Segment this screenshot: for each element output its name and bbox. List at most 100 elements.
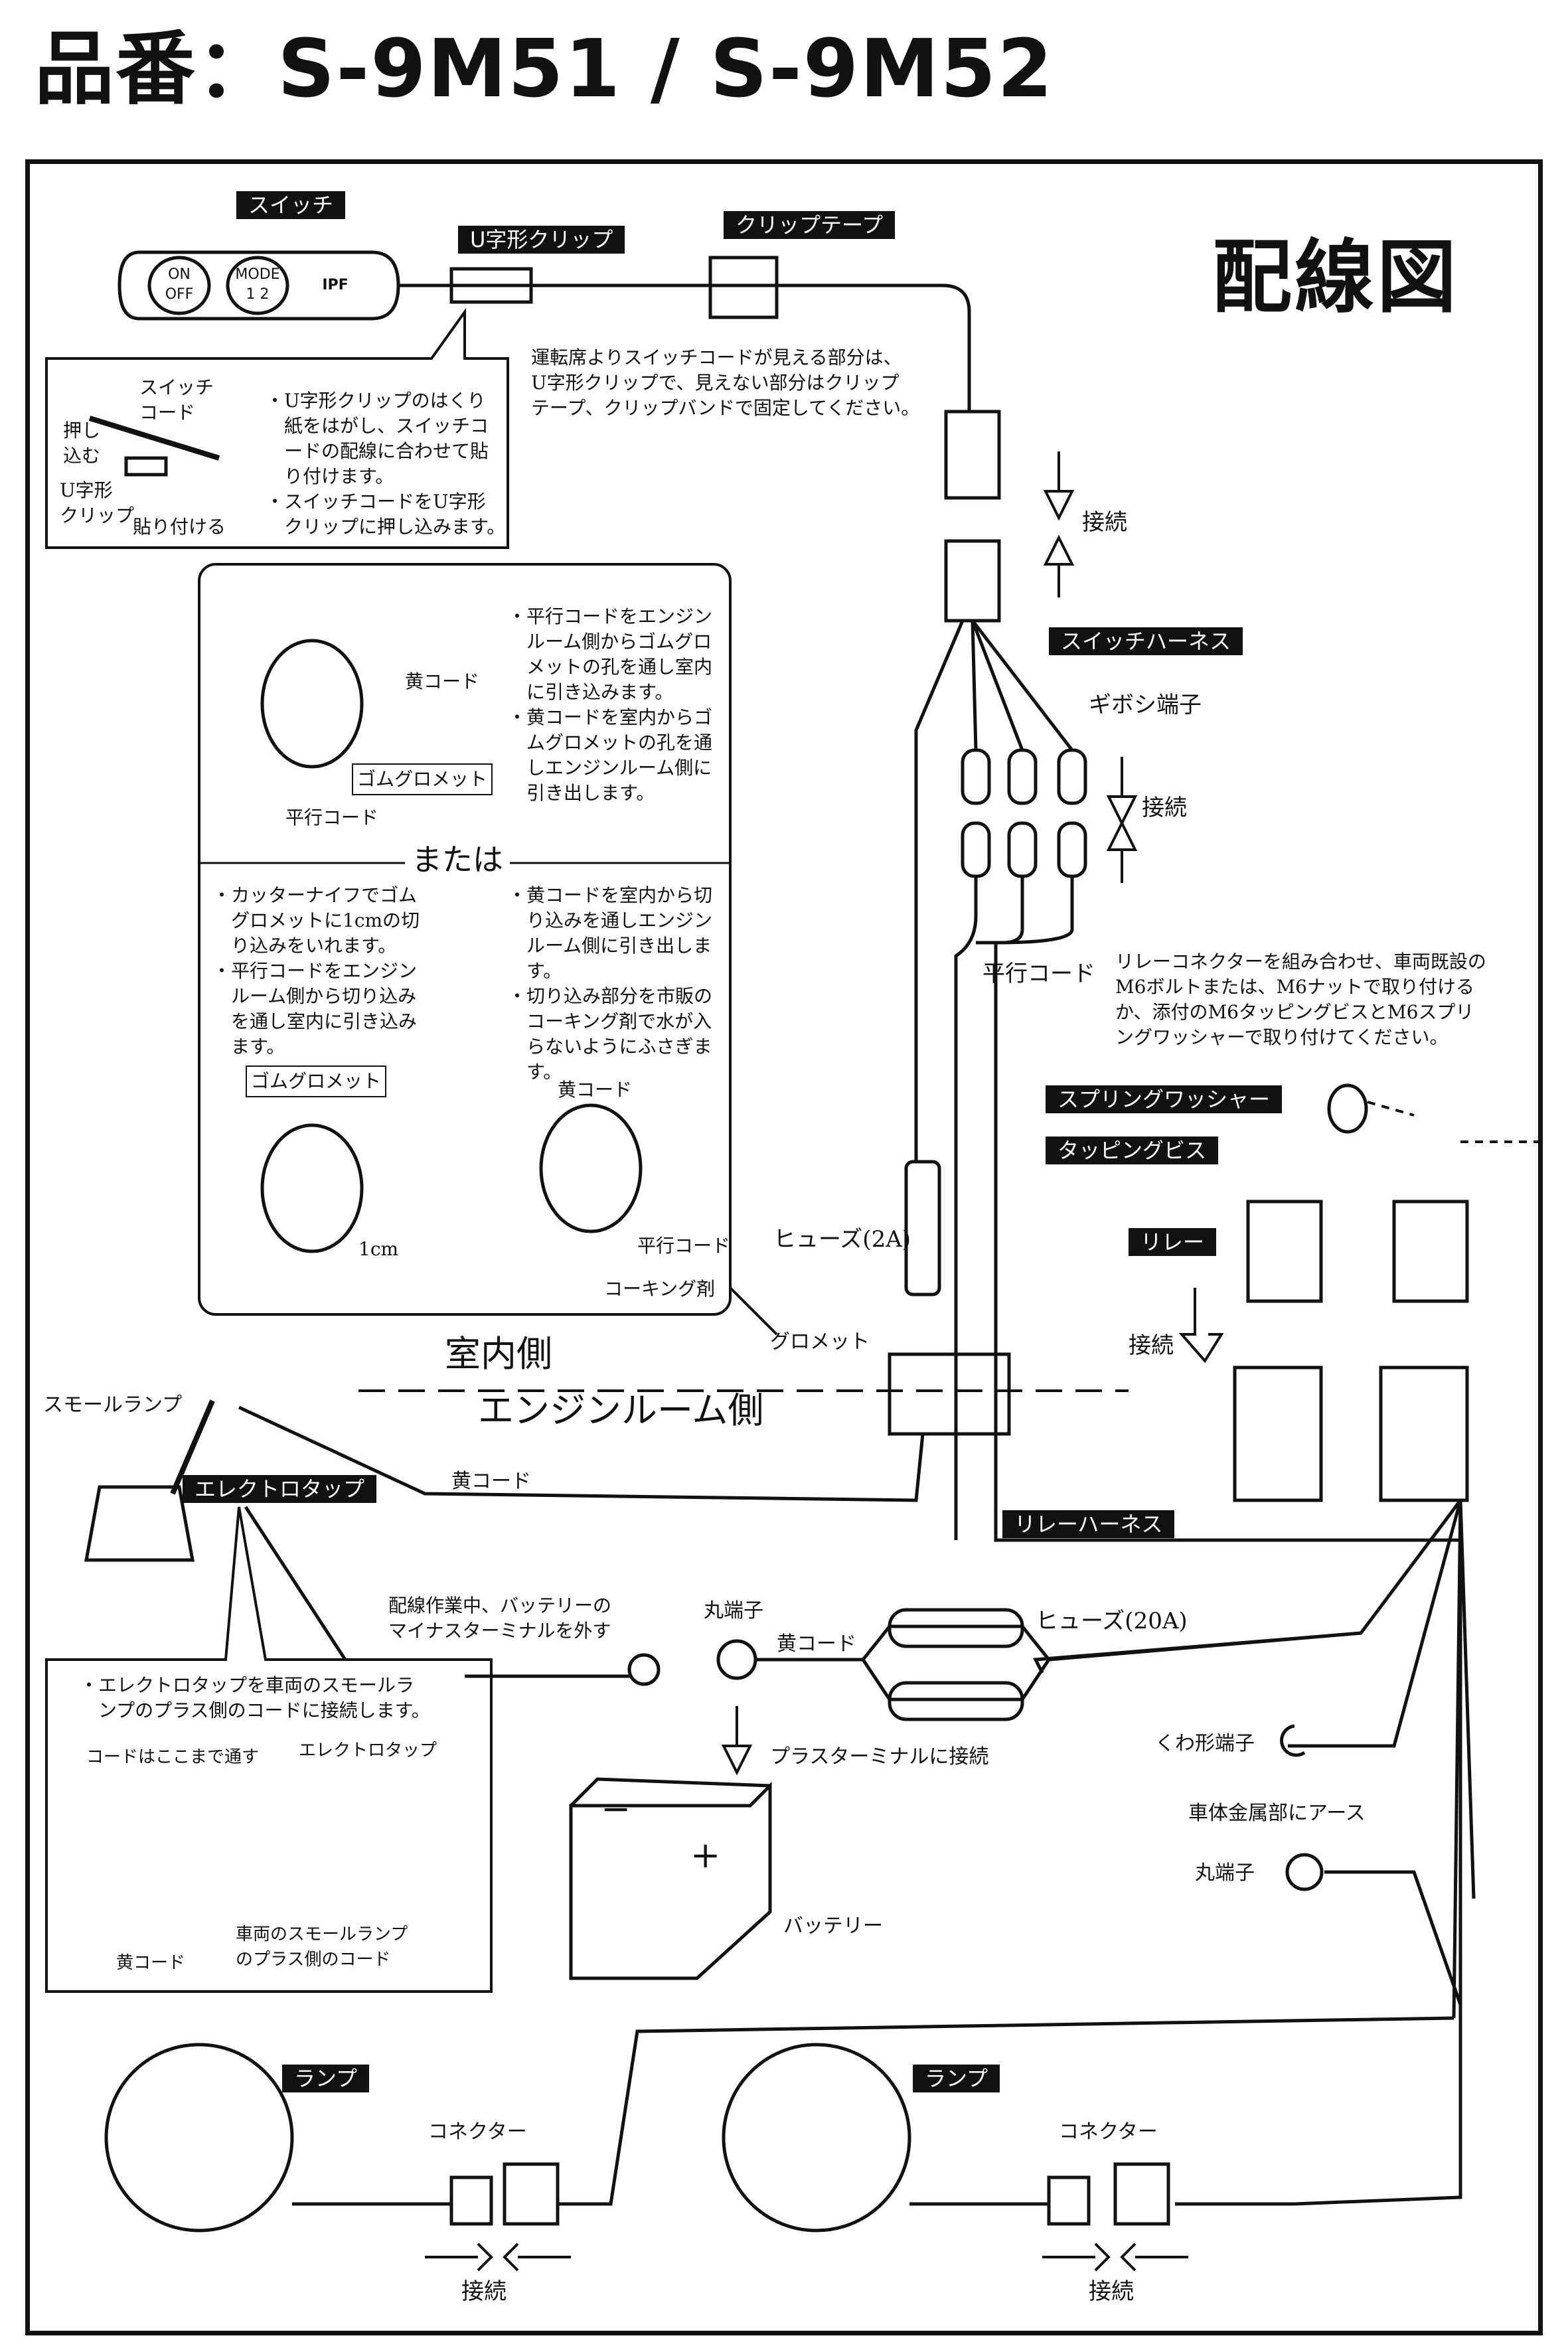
etap-callout-box	[45, 1506, 493, 1993]
lamp-1-connector-b	[503, 2162, 560, 2226]
etap-callout-text: ・エレクトロタップを車両のスモールラ ンプのプラス側のコードに接続します。	[80, 1674, 430, 1721]
connect-label-5: 接続	[1089, 2278, 1134, 2305]
gb-yellow-cord-2: 黄コード	[558, 1079, 633, 1101]
connect-label-4: 接続	[461, 2278, 507, 2305]
u-clip-label: U字形クリップ	[458, 226, 625, 254]
lamp-2-label: ランプ	[913, 2065, 1000, 2092]
gb-cm: 1cm	[358, 1238, 399, 1260]
battery-minus-terminal	[627, 1653, 661, 1686]
switch-harness-label: スイッチハーネス	[1049, 627, 1243, 655]
clip-callout-box	[45, 307, 509, 549]
gb-text3: ・黄コードを室内から切 り込みを通しエンジン ルーム側に引き出しま す。 ・切り…	[508, 884, 713, 1083]
clip-callout-text: ・U字形クリップのはくり 紙をはがし、スイッチコ ードの配線に合わせて貼 り付け…	[266, 390, 506, 538]
gb-parallel-cord-2: 平行コード	[637, 1235, 731, 1257]
gb-text1: ・平行コードをエンジン ルーム側からゴムグロ メットの孔を通し室内 に引き込みま…	[508, 605, 713, 804]
switch-connector-top	[944, 410, 1001, 500]
fuse-20a-top	[888, 1608, 1024, 1648]
battery-label: バッテリー	[783, 1915, 883, 1938]
yellow-cord-b-label: 黄コード	[777, 1632, 856, 1656]
spring-washer-label: スプリングワッシャー	[1046, 1085, 1283, 1113]
round-terminal-icon	[716, 1639, 757, 1680]
gb-rubber-grommet-2: ゴムグロメット	[246, 1065, 387, 1097]
grommet-connector	[888, 1352, 1011, 1436]
switch-btn1-bottom[interactable]: OFF	[165, 286, 194, 303]
lamp-2-connector-a	[1047, 2175, 1091, 2226]
relay-socket-1	[1233, 1366, 1323, 1502]
battery-icon	[569, 1777, 772, 1980]
switch-btn1-top[interactable]: ON	[168, 266, 191, 283]
grommet-instruction-box	[198, 563, 732, 1316]
fuse-2a-label: ヒューズ(2A)	[773, 1226, 911, 1253]
u-clip-icon	[449, 267, 533, 304]
switch-btn2-top[interactable]: MODE	[235, 266, 280, 283]
relay-label: リレー	[1129, 1228, 1217, 1256]
lamp-1-connector-a	[449, 2175, 493, 2226]
fuse-20a-label: ヒューズ(20A)	[1036, 1608, 1188, 1634]
clip-callout-push: 押し 込む	[63, 420, 101, 467]
parallel-cord-label: 平行コード	[982, 961, 1095, 987]
round-terminal-label: 丸端子	[704, 1599, 763, 1622]
switch-on-button	[147, 256, 211, 315]
model-title: 品番：S-9M51 / S-9M52	[35, 23, 1054, 116]
relay-harness-label: リレーハーネス	[1002, 1510, 1175, 1538]
connect-label-1: 接続	[1082, 509, 1127, 536]
clip-tape-label: クリップテープ	[724, 211, 896, 239]
gibosi-label: ギボシ端子	[1089, 692, 1202, 718]
fork-terminal-label: くわ形端子	[1155, 1732, 1255, 1755]
battery-plus-sign: +	[690, 1834, 721, 1876]
relay-socket-2	[1379, 1366, 1469, 1502]
engine-side-label: エンジンルーム側	[478, 1389, 764, 1431]
spring-washer-icon	[1327, 1083, 1368, 1134]
clip-callout-u-clip: U字形 クリップ	[60, 479, 135, 526]
tapping-screw-label: タッピングビス	[1046, 1137, 1219, 1164]
relay-note: リレーコネクターを組み合わせ、車両既設の M6ボルトまたは、M6ナットで取り付け…	[1115, 951, 1486, 1048]
lamp-1-label: ランプ	[282, 2065, 370, 2092]
etap-yellow-label: 黄コード	[116, 1953, 186, 1973]
connect-label-3: 接続	[1129, 1332, 1174, 1359]
switch-btn2-bottom[interactable]: 1 2	[246, 286, 270, 303]
grommet-label: グロメット	[770, 1330, 870, 1354]
switch-label: スイッチ	[236, 191, 346, 219]
diagram-frame	[25, 159, 1543, 2335]
round-terminal-ground	[1285, 1853, 1324, 1891]
lamp-2	[722, 2043, 911, 2233]
electro-tap-label: エレクトロタップ	[183, 1475, 377, 1503]
gb-or: または	[405, 840, 510, 880]
small-lamp-label: スモールランプ	[43, 1393, 183, 1417]
switch-cord	[398, 283, 971, 412]
gb-rubber-grommet: ゴムグロメット	[352, 763, 493, 795]
yellow-cord-label: 黄コード	[451, 1470, 531, 1493]
etap-etap-label: エレクトロタップ	[299, 1741, 437, 1761]
gb-caulk: コーキング剤	[604, 1278, 716, 1300]
lamp-2-connector-b	[1113, 2162, 1170, 2226]
yellow-cord-wire	[238, 1405, 925, 1502]
connector-2-label: コネクター	[1059, 2120, 1158, 2144]
connector-1-label: コネクター	[428, 2120, 527, 2144]
switch-connector-bottom	[944, 539, 1001, 623]
etap-pass-label: コードはここまで通す	[86, 1747, 260, 1767]
battery-note: 配線作業中、バッテリーの マイナスターミナルを外す	[388, 1595, 612, 1642]
round-terminal-2-label: 丸端子	[1195, 1861, 1255, 1885]
etap-plus-cord-label: 車両のスモールランプ のプラス側のコード	[236, 1924, 408, 1970]
gb-yellow-cord: 黄コード	[405, 670, 480, 692]
clip-tape-icon	[708, 256, 779, 319]
gb-text2: ・カッターナイフでゴム グロメットに1cmの切 り込みをいれます。 ・平行コード…	[212, 884, 420, 1058]
body-ground-label: 車体金属部にアース	[1188, 1802, 1366, 1825]
connect-label-2: 接続	[1142, 795, 1187, 821]
switch-note: 運転席よりスイッチコードが見える部分は、 U字形クリップで、見えない部分はクリッ…	[531, 347, 920, 419]
switch-logo: IPF	[322, 277, 349, 293]
battery-minus-sign: −	[601, 1788, 631, 1830]
gb-parallel-cord: 平行コード	[285, 807, 379, 828]
clip-callout-switch-cord: スイッチ コード	[139, 376, 214, 424]
plus-terminal-label: プラスターミナルに接続	[770, 1745, 989, 1768]
interior-side-label: 室内側	[445, 1333, 552, 1375]
diagram-title: 配線図	[1212, 232, 1459, 324]
fuse-20a-bottom	[888, 1681, 1024, 1721]
switch-mode-button	[226, 256, 289, 315]
lamp-1	[104, 2043, 294, 2233]
switch-body	[118, 250, 400, 321]
fuse-2a-icon	[904, 1160, 941, 1296]
relay-1	[1246, 1200, 1323, 1303]
clip-callout-stick: 貼り付ける	[133, 516, 226, 538]
